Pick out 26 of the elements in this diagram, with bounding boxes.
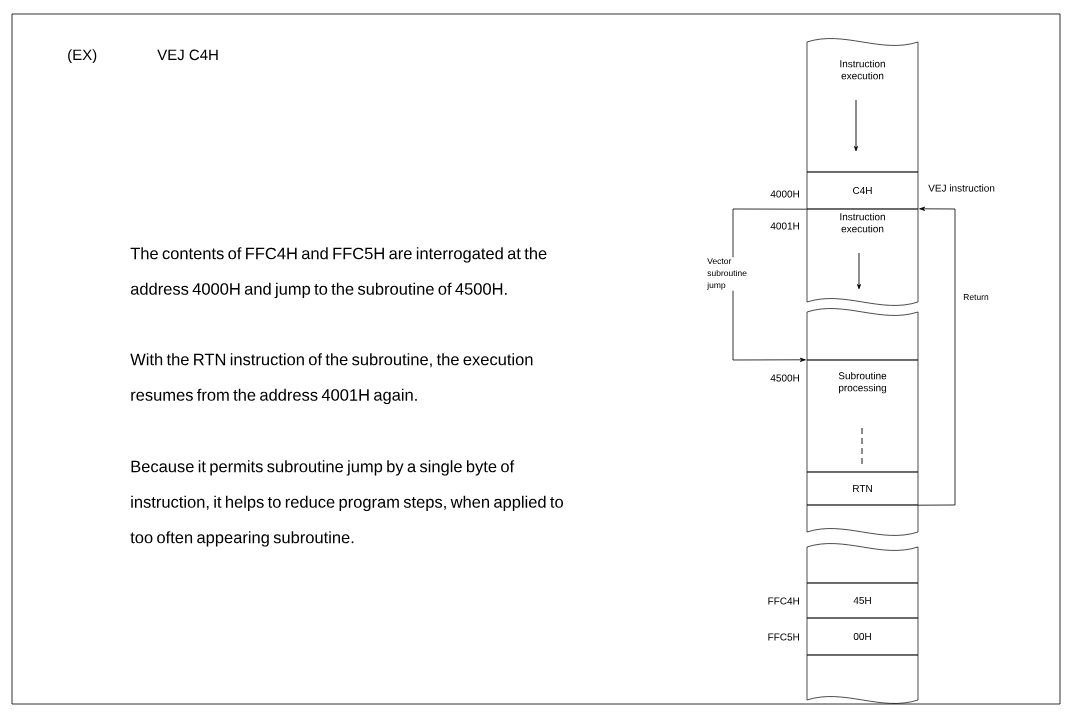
memory-cell: Instruction execution xyxy=(806,208,919,306)
memory-cell: Subroutine processing xyxy=(806,359,919,473)
paragraph: Because it permits subroutine jump by a single byte of instruction, it helps to reduce program steps, when applied to too often appearing subroutine. xyxy=(130,460,563,547)
address-label: 4500H xyxy=(770,374,799,382)
memory-cell xyxy=(806,504,919,536)
address-label: FFC4H xyxy=(768,597,799,605)
paragraph: The contents of FFC4H and FFC5H are interrogated at the address 4000H and jump to the subroutine of 4500H. xyxy=(130,247,547,299)
memory-cell xyxy=(806,654,919,704)
memory-cell: Instruction execution xyxy=(806,38,919,173)
example-label: (EX) xyxy=(68,49,97,64)
address-label: FFC5H xyxy=(768,633,799,641)
edge-label: Vector subroutine jump xyxy=(706,257,755,291)
memory-cell: RTN xyxy=(806,471,919,506)
memory-cell xyxy=(806,308,919,361)
arrow xyxy=(917,206,956,506)
address-label: 4000H xyxy=(770,190,799,198)
instruction-label: VEJ instruction xyxy=(928,184,995,192)
instruction-heading: VEJ C4H xyxy=(157,49,218,61)
memory-cell: 00H xyxy=(806,617,919,656)
memory-cell xyxy=(806,543,919,584)
edge-label: Return xyxy=(962,293,990,301)
memory-cell: C4H xyxy=(806,171,919,210)
memory-cell: 45H xyxy=(806,582,919,619)
address-label: 4001H xyxy=(770,222,799,230)
arrow xyxy=(732,208,808,362)
paragraph: With the RTN instruction of the subroutine, the execution resumes from the address 4001H again. xyxy=(130,353,533,405)
